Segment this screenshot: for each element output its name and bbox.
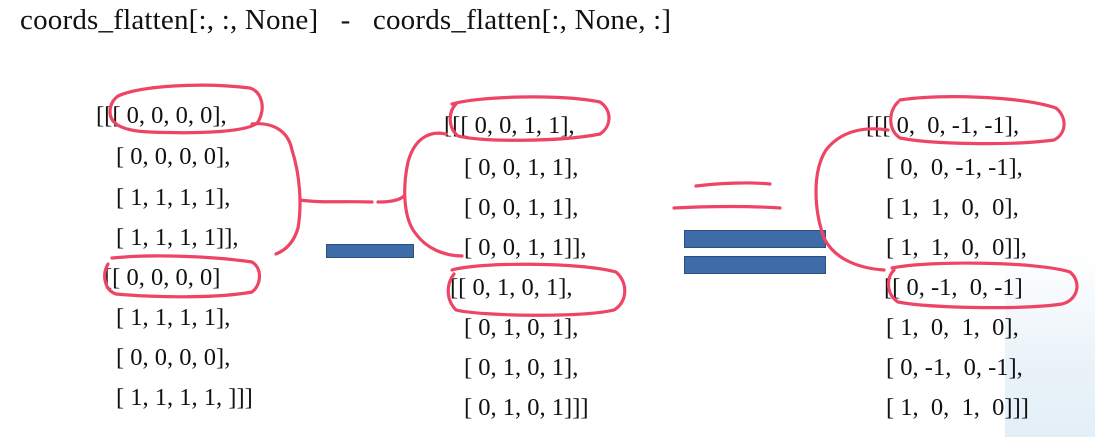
annotation-connector-left — [298, 198, 374, 204]
left-matrix-row: [[ 0, 0, 0, 0] — [104, 264, 221, 291]
equals-operator-top-bar — [684, 230, 826, 248]
left-matrix-row: [ 0, 0, 0, 0], — [116, 344, 231, 371]
middle-matrix-row: [[ 0, 1, 0, 1], — [450, 274, 573, 301]
middle-matrix-row: [ 0, 0, 1, 1]], — [464, 234, 587, 261]
right-matrix-row: [ 0, -1, 0, -1], — [886, 354, 1023, 381]
middle-matrix-row: [[[ 0, 0, 1, 1], — [444, 112, 575, 139]
equals-operator-bottom-bar — [684, 256, 826, 274]
right-matrix-row: [[[ 0, 0, -1, -1], — [866, 112, 1020, 139]
left-matrix-row: [ 0, 0, 0, 0], — [116, 143, 231, 170]
annotation-equals-stroke-top — [694, 181, 772, 188]
middle-matrix-row: [ 0, 0, 1, 1], — [464, 154, 579, 181]
right-matrix-row: [[ 0, -1, 0, -1] — [884, 274, 1023, 301]
left-matrix-row: [ 1, 1, 1, 1], — [116, 304, 231, 331]
formula-title: coords_flatten[:, :, None] - coords_flat… — [20, 4, 672, 36]
minus-operator — [326, 244, 414, 258]
right-matrix-row: [ 1, 1, 0, 0], — [886, 194, 1019, 221]
annotation-bracket-middle-block1 — [403, 131, 464, 258]
annotation-equals-stroke-bottom — [672, 204, 782, 210]
annotation-bracket-left-block1 — [250, 122, 302, 256]
right-matrix-row: [ 1, 0, 1, 0]]] — [886, 394, 1029, 421]
annotation-connector-middle — [376, 194, 406, 204]
right-matrix-row: [ 1, 1, 0, 0]], — [886, 234, 1027, 261]
middle-matrix-row: [ 0, 0, 1, 1], — [464, 194, 579, 221]
left-matrix-row: [[[ 0, 0, 0, 0], — [96, 102, 227, 129]
left-matrix-row: [ 1, 1, 1, 1]], — [116, 224, 239, 251]
left-matrix-row: [ 1, 1, 1, 1, ]]] — [116, 384, 253, 411]
right-matrix-row: [ 0, 0, -1, -1], — [886, 154, 1023, 181]
annotation-bracket-right-block1 — [814, 127, 890, 272]
middle-matrix-row: [ 0, 1, 0, 1]]] — [464, 394, 589, 421]
left-matrix-row: [ 1, 1, 1, 1], — [116, 184, 231, 211]
middle-matrix-row: [ 0, 1, 0, 1], — [464, 314, 579, 341]
right-matrix-row: [ 1, 0, 1, 0], — [886, 314, 1019, 341]
middle-matrix-row: [ 0, 1, 0, 1], — [464, 354, 579, 381]
